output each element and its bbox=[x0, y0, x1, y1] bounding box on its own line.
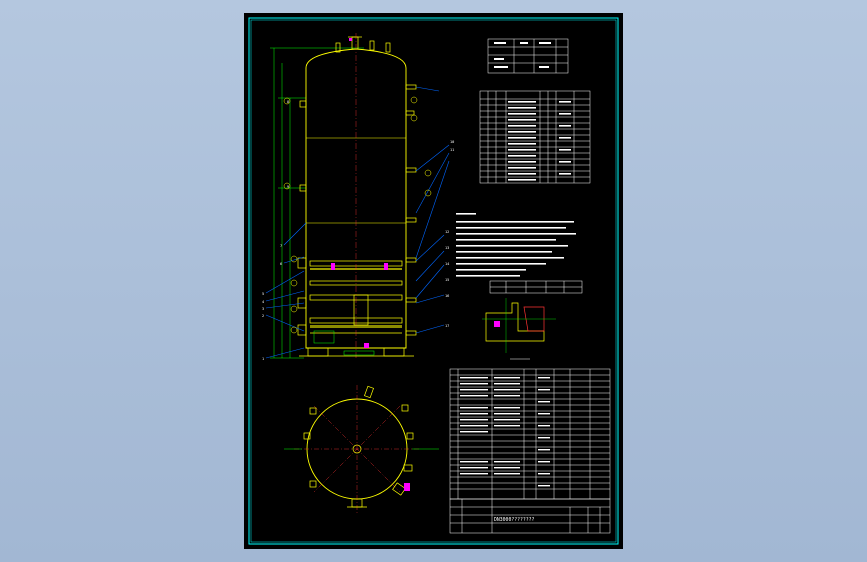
leader-15: 15 bbox=[445, 278, 449, 282]
plan-centerlines bbox=[294, 385, 420, 513]
leader-5: 5 bbox=[262, 292, 264, 296]
leader-11: 11 bbox=[450, 148, 454, 152]
leader-13: 13 bbox=[445, 246, 449, 250]
drawing-sheet[interactable]: 1 2 3 4 5 6 7 8 9 10 11 12 13 14 15 16 1… bbox=[244, 13, 623, 549]
plan-nozzles bbox=[303, 385, 414, 508]
title-block[interactable] bbox=[449, 498, 611, 534]
vessel-elevation[interactable] bbox=[270, 33, 417, 359]
inner-frame bbox=[250, 19, 617, 543]
item-balloons bbox=[283, 96, 432, 334]
vessel-shell bbox=[305, 48, 407, 349]
plan-accent bbox=[404, 483, 410, 491]
leader-1: 1 bbox=[262, 357, 264, 361]
leader-17: 17 bbox=[445, 324, 449, 328]
leader-labels: 1 2 3 4 5 6 7 8 9 10 11 12 13 14 15 16 1… bbox=[262, 100, 454, 361]
bill-of-materials[interactable] bbox=[449, 368, 611, 500]
bottom-dim-box bbox=[343, 350, 375, 356]
leader-12: 12 bbox=[445, 230, 449, 234]
drawing-title: DN3000???????? bbox=[494, 517, 535, 523]
top-nozzles bbox=[335, 36, 391, 53]
leader-4: 4 bbox=[262, 300, 264, 304]
leader-3: 3 bbox=[262, 307, 264, 311]
bottom-dim-box bbox=[313, 330, 335, 344]
accent-marks bbox=[331, 38, 388, 348]
leader-2: 2 bbox=[262, 314, 264, 318]
leader-10: 10 bbox=[450, 140, 454, 144]
nozzle-list-table[interactable] bbox=[479, 90, 591, 184]
nozzle-list-marks bbox=[508, 101, 571, 181]
design-data-table[interactable] bbox=[487, 38, 569, 74]
dimension-lines bbox=[270, 47, 364, 359]
design-data-marks bbox=[494, 42, 551, 68]
support-skirt bbox=[299, 347, 414, 357]
bom-marks bbox=[460, 377, 550, 487]
leader-16: 16 bbox=[445, 294, 449, 298]
drawing-frame bbox=[248, 17, 619, 545]
weld-table bbox=[489, 280, 583, 294]
side-nozzles bbox=[297, 84, 417, 336]
leader-6: 6 bbox=[280, 262, 282, 266]
technical-notes bbox=[456, 213, 576, 277]
detail-accent bbox=[494, 321, 500, 327]
vessel-plan-view[interactable] bbox=[284, 385, 439, 513]
leader-9: 9 bbox=[287, 185, 289, 189]
leader-8: 8 bbox=[287, 100, 289, 104]
weld-detail-view[interactable] bbox=[482, 298, 556, 353]
leader-14: 14 bbox=[445, 262, 449, 266]
leader-7: 7 bbox=[280, 244, 282, 248]
leader-lines bbox=[265, 86, 450, 359]
